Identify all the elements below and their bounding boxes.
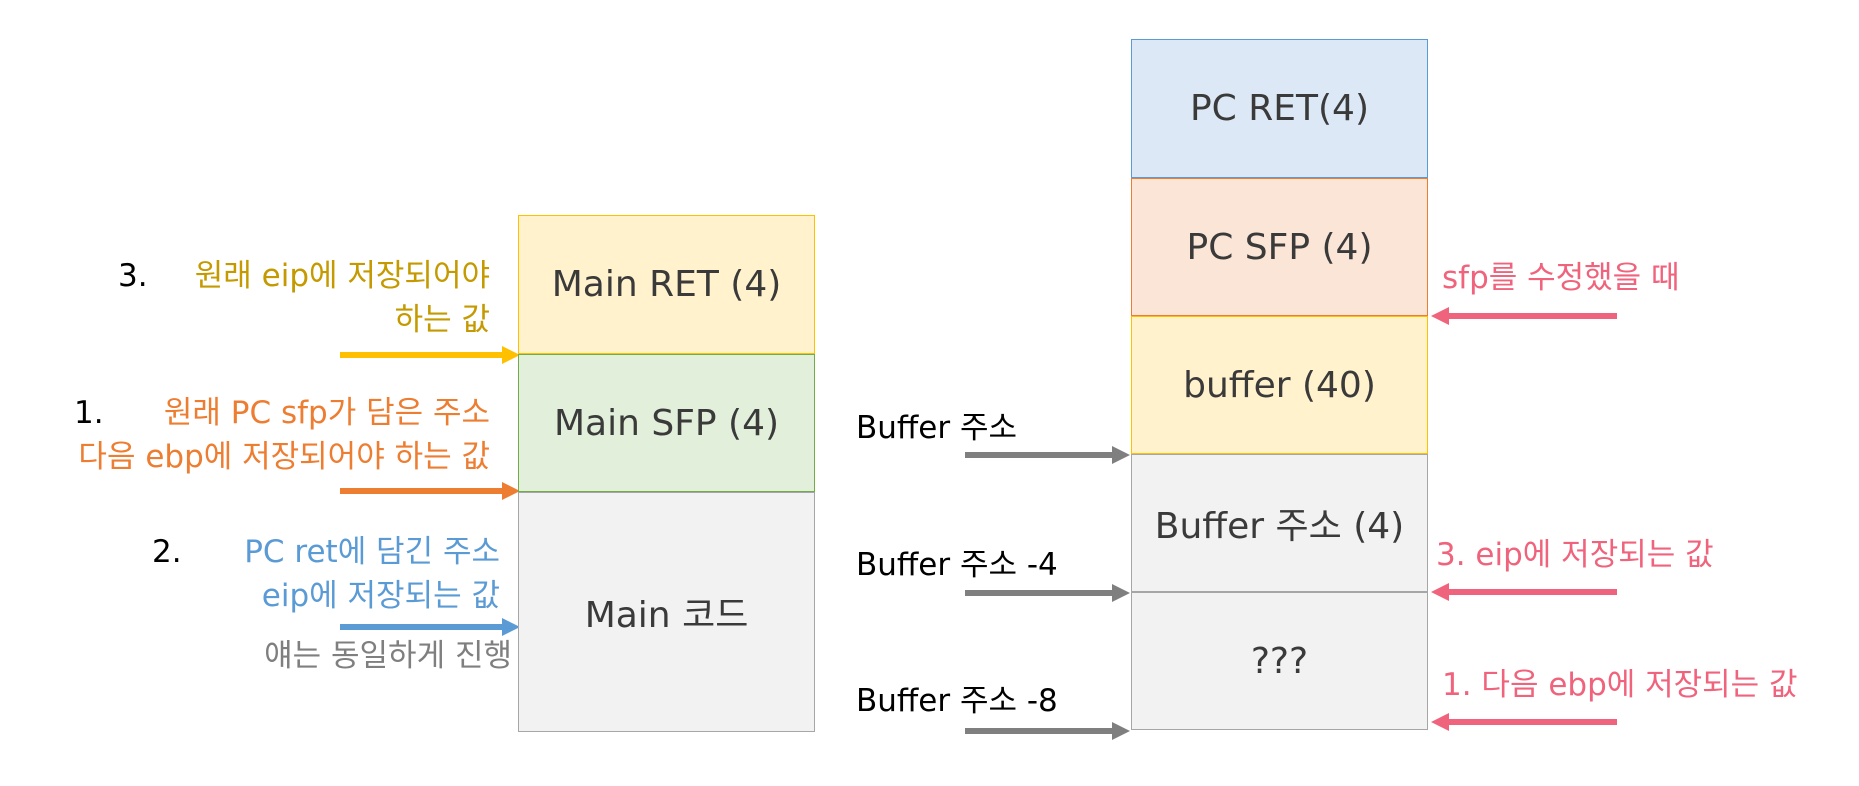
arrow-buffer-addr-minus4 [965, 584, 1130, 602]
note2-line2: eip에 저장되는 값 [261, 578, 500, 614]
note-same: 얘는 동일하게 진행 [264, 638, 512, 674]
arrow-buffer-addr [965, 446, 1130, 464]
main-ret-label: Main RET (4) [551, 264, 782, 305]
note3-line2: 하는 값 [394, 302, 490, 338]
buffer-addr-cell: Buffer 주소 (4) [1131, 454, 1428, 592]
pc-ret-label: PC RET(4) [1189, 88, 1370, 129]
arrow-to-main-sfp [340, 346, 520, 364]
main-ret-cell: Main RET (4) [518, 215, 815, 354]
note2-text: PC ret에 담긴 주소 eip에 저장되는 값 [190, 530, 500, 618]
note2-number: 2. [152, 534, 182, 570]
unknown-cell: ??? [1131, 592, 1428, 730]
buffer-label: buffer (40) [1183, 364, 1376, 406]
buffer-addr-text: Buffer 주소 [856, 410, 1017, 446]
main-code-label: Main 코드 [584, 595, 749, 636]
note2-line1: PC ret에 담긴 주소 [244, 534, 500, 570]
main-code-cell: Main 코드 [518, 492, 815, 732]
note1-text: 원래 PC sfp가 담은 주소 다음 ebp에 저장되어야 하는 값 [20, 391, 490, 479]
arrow-to-main-code-mid [340, 618, 520, 636]
buffer-addr-minus8-text: Buffer 주소 -8 [856, 683, 1058, 719]
buffer-addr-minus4-text: Buffer 주소 -4 [856, 547, 1058, 583]
arrow-ebp-next [1431, 713, 1617, 731]
sfp-modified-text: sfp를 수정했을 때 [1442, 260, 1680, 296]
buffer-addr-label: Buffer 주소 (4) [1154, 506, 1405, 547]
note3-text: 원래 eip에 저장되어야 하는 값 [150, 254, 490, 342]
main-sfp-cell: Main SFP (4) [518, 354, 815, 492]
note1-line1: 원래 PC sfp가 담은 주소 [163, 395, 490, 431]
note1-number: 1. [74, 395, 104, 431]
eip-stored-text: 3. eip에 저장되는 값 [1436, 537, 1714, 573]
unknown-label: ??? [1250, 640, 1309, 682]
pc-sfp-label: PC SFP (4) [1186, 226, 1373, 268]
note3-line1: 원래 eip에 저장되어야 [194, 258, 490, 294]
note3-number: 3. [118, 258, 148, 294]
arrow-eip-stored [1431, 583, 1617, 601]
arrow-to-main-code [340, 482, 520, 500]
pc-sfp-cell: PC SFP (4) [1131, 178, 1428, 316]
pc-ret-cell: PC RET(4) [1131, 39, 1428, 178]
buffer-cell: buffer (40) [1131, 316, 1428, 454]
arrow-sfp-modified [1431, 307, 1617, 325]
arrow-buffer-addr-minus8 [965, 722, 1130, 740]
note1-line2: 다음 ebp에 저장되어야 하는 값 [78, 439, 490, 475]
main-sfp-label: Main SFP (4) [553, 402, 780, 444]
ebp-next-text: 1. 다음 ebp에 저장되는 값 [1442, 667, 1798, 703]
